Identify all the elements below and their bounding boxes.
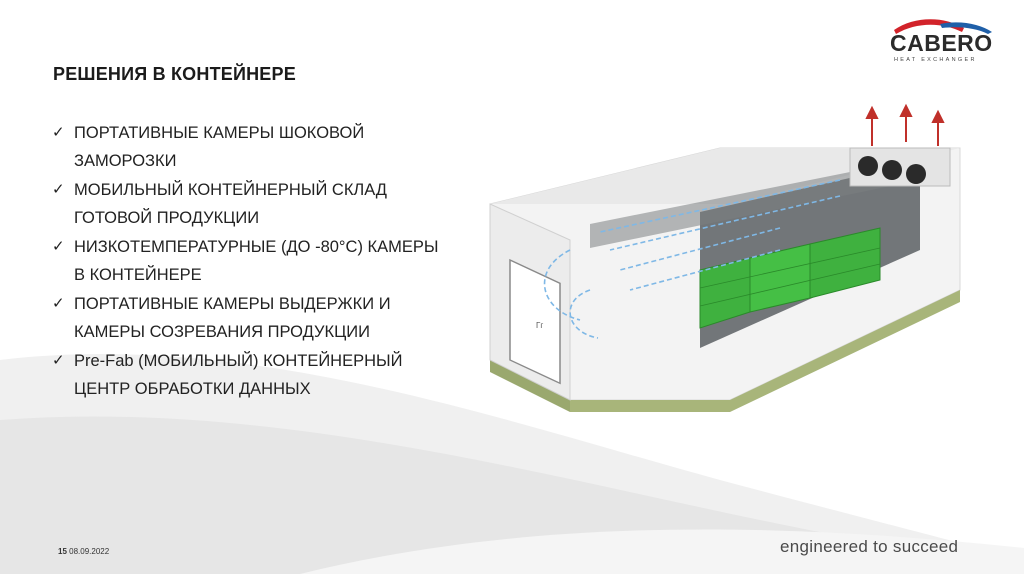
cabero-logo <box>894 19 992 34</box>
crate-stack <box>699 227 881 329</box>
footer-tagline: engineered to succeed <box>780 537 959 556</box>
cold-air-arrows <box>543 179 841 339</box>
logo-subtitle: HEAT EXCHANGER <box>894 57 977 63</box>
fan-icon <box>858 156 878 176</box>
check-icon: ✓ <box>52 352 65 369</box>
check-icon: ✓ <box>52 124 65 141</box>
hot-air-arrows <box>865 103 945 146</box>
check-icon: ✓ <box>52 295 65 312</box>
fan-icon <box>882 160 902 180</box>
door-label: Гг <box>536 321 543 330</box>
footer-page-info: 15 08.09.2022 <box>58 547 109 556</box>
check-icon: ✓ <box>52 181 65 198</box>
container-illustration: Гг <box>489 103 961 412</box>
fan-icon <box>906 164 926 184</box>
logo-wordmark: CABERO <box>890 30 993 56</box>
check-icon: ✓ <box>52 238 65 255</box>
slide-title: РЕШЕНИЯ В КОНТЕЙНЕРЕ <box>53 64 296 84</box>
slide-date: 08.09.2022 <box>69 547 110 556</box>
page-number: 15 <box>58 547 67 556</box>
